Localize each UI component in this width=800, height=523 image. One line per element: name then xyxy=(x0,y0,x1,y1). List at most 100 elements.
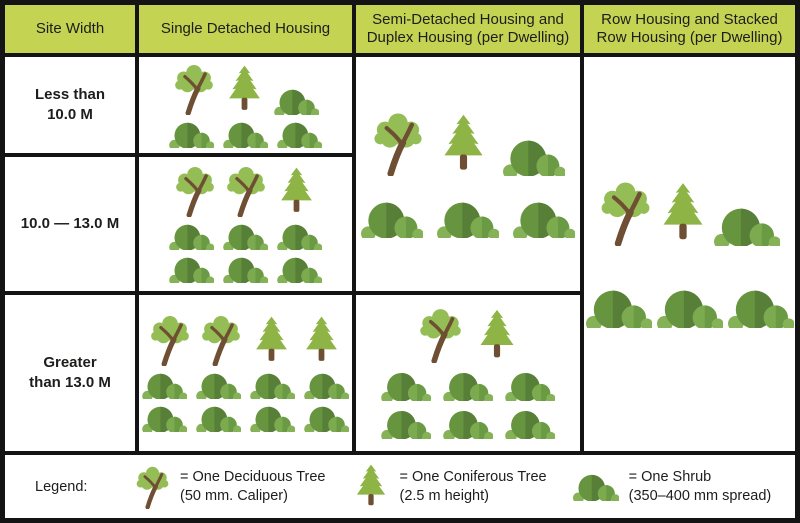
shrub-icon xyxy=(381,372,431,401)
header-semi-detached-housing: Semi-Detached Housing and Duplex Housing… xyxy=(356,5,580,53)
shrub-icon xyxy=(381,410,431,439)
icon-row xyxy=(174,165,317,217)
legend-line: (2.5 m height) xyxy=(399,487,489,504)
cell-single-detached-less-than-10m xyxy=(139,57,352,153)
legend-line: = One Deciduous Tree xyxy=(180,468,326,485)
shrub-icon xyxy=(505,372,555,401)
icon-row xyxy=(418,307,519,363)
row-label-line: Less than xyxy=(34,85,106,103)
coniferous-tree-icon xyxy=(443,114,483,170)
legend-line: (350–400 mm spread) xyxy=(628,487,772,504)
shrub-icon xyxy=(169,122,214,148)
row-label-10-to-13m: 10.0 — 13.0 M xyxy=(5,157,135,291)
icon-row xyxy=(142,372,349,399)
row-label-line: 10.0 — 13.0 M xyxy=(20,214,120,232)
cell-semi-detached-greater-than-13m xyxy=(356,295,580,451)
legend-text-shrub: = One Shrub (350–400 mm spread) xyxy=(629,468,772,506)
shrub-icon xyxy=(250,406,295,432)
shrub-icon xyxy=(142,373,187,399)
legend-title: Legend: xyxy=(35,478,88,495)
shrub-icon xyxy=(572,474,619,501)
shrub-icon xyxy=(223,122,268,148)
shrub-icon xyxy=(437,202,499,238)
shrub-icon xyxy=(505,410,555,439)
legend-item-coniferous: = One Coniferous Tree (2.5 m height) xyxy=(352,464,547,510)
deciduous-tree-icon xyxy=(202,315,240,366)
icon-row xyxy=(169,223,322,250)
shrub-icon xyxy=(714,208,780,246)
shrub-icon xyxy=(169,257,214,283)
cell-single-detached-greater-than-13m xyxy=(139,295,352,451)
row-label-less-than-10m: Less than 10.0 M xyxy=(5,57,135,153)
icon-row xyxy=(372,111,565,176)
shrub-icon xyxy=(727,290,794,328)
cell-row-housing-all-widths xyxy=(584,57,795,451)
shrub-icon xyxy=(361,202,423,238)
deciduous-tree-icon xyxy=(174,64,213,115)
row-label-line: Greater xyxy=(43,353,97,371)
shrub-icon xyxy=(277,257,322,283)
coniferous-tree-icon xyxy=(663,183,703,240)
shrub-icon xyxy=(502,140,565,176)
legend-shrub-icon-slot xyxy=(572,473,619,501)
shrub-icon xyxy=(196,406,241,432)
legend-line: = One Coniferous Tree xyxy=(399,468,547,485)
shrub-icon xyxy=(304,373,349,399)
legend-line: (50 mm. Caliper) xyxy=(180,487,288,504)
coniferous-tree-icon xyxy=(228,65,260,110)
legend: Legend: = One Deciduous Tree (50 mm. Cal… xyxy=(5,455,795,518)
deciduous-tree-icon xyxy=(373,112,422,176)
header-single-detached-housing: Single Detached Housing xyxy=(139,5,352,53)
legend-item-deciduous: = One Deciduous Tree (50 mm. Caliper) xyxy=(135,465,326,509)
icon-row xyxy=(381,409,555,439)
icon-row xyxy=(173,63,319,115)
icon-row xyxy=(585,288,794,328)
icon-row xyxy=(142,405,349,432)
legend-text-deciduous: = One Deciduous Tree (50 mm. Caliper) xyxy=(180,468,326,506)
icon-row xyxy=(599,180,780,246)
shrub-icon xyxy=(223,257,268,283)
shrub-icon xyxy=(443,372,493,401)
shrub-icon xyxy=(585,290,652,328)
header-row-housing: Row Housing and Stacked Row Housing (per… xyxy=(584,5,795,53)
coniferous-tree-icon xyxy=(281,167,312,212)
cell-semi-detached-up-to-13m xyxy=(356,57,580,291)
shrub-icon xyxy=(277,224,322,250)
deciduous-tree-icon xyxy=(136,466,169,509)
legend-deciduous-icon-slot xyxy=(135,465,170,509)
shrub-icon xyxy=(196,373,241,399)
deciduous-tree-icon xyxy=(151,315,189,366)
shrub-icon xyxy=(443,410,493,439)
icon-row xyxy=(149,314,342,366)
shrub-icon xyxy=(304,406,349,432)
coniferous-tree-icon xyxy=(480,309,513,358)
icon-row xyxy=(361,200,575,238)
shrub-icon xyxy=(169,224,214,250)
cell-single-detached-10-to-13m xyxy=(139,157,352,291)
deciduous-tree-icon xyxy=(176,166,214,217)
icon-row xyxy=(169,121,322,148)
legend-line: = One Shrub xyxy=(628,468,712,485)
coniferous-tree-icon xyxy=(306,316,337,361)
header-site-width: Site Width xyxy=(5,5,135,53)
shrub-icon xyxy=(656,290,723,328)
coniferous-tree-icon xyxy=(256,316,287,361)
icon-row xyxy=(169,256,322,283)
row-label-line: than 13.0 M xyxy=(29,374,111,391)
coniferous-tree-icon xyxy=(356,464,385,505)
shrub-icon xyxy=(277,122,322,148)
deciduous-tree-icon xyxy=(419,309,461,363)
shrub-icon xyxy=(223,224,268,250)
legend-coniferous-icon-slot xyxy=(352,464,390,510)
deciduous-tree-icon xyxy=(227,166,265,217)
icon-row xyxy=(381,371,555,401)
shrub-icon xyxy=(273,89,319,115)
legend-item-shrub: = One Shrub (350–400 mm spread) xyxy=(572,468,772,506)
deciduous-tree-icon xyxy=(601,182,650,246)
shrub-icon xyxy=(142,406,187,432)
row-label-line: 10.0 M xyxy=(47,106,93,123)
shrub-icon xyxy=(513,202,575,238)
row-label-greater-than-13m: Greater than 13.0 M xyxy=(5,295,135,451)
legend-text-coniferous: = One Coniferous Tree (2.5 m height) xyxy=(400,468,547,506)
